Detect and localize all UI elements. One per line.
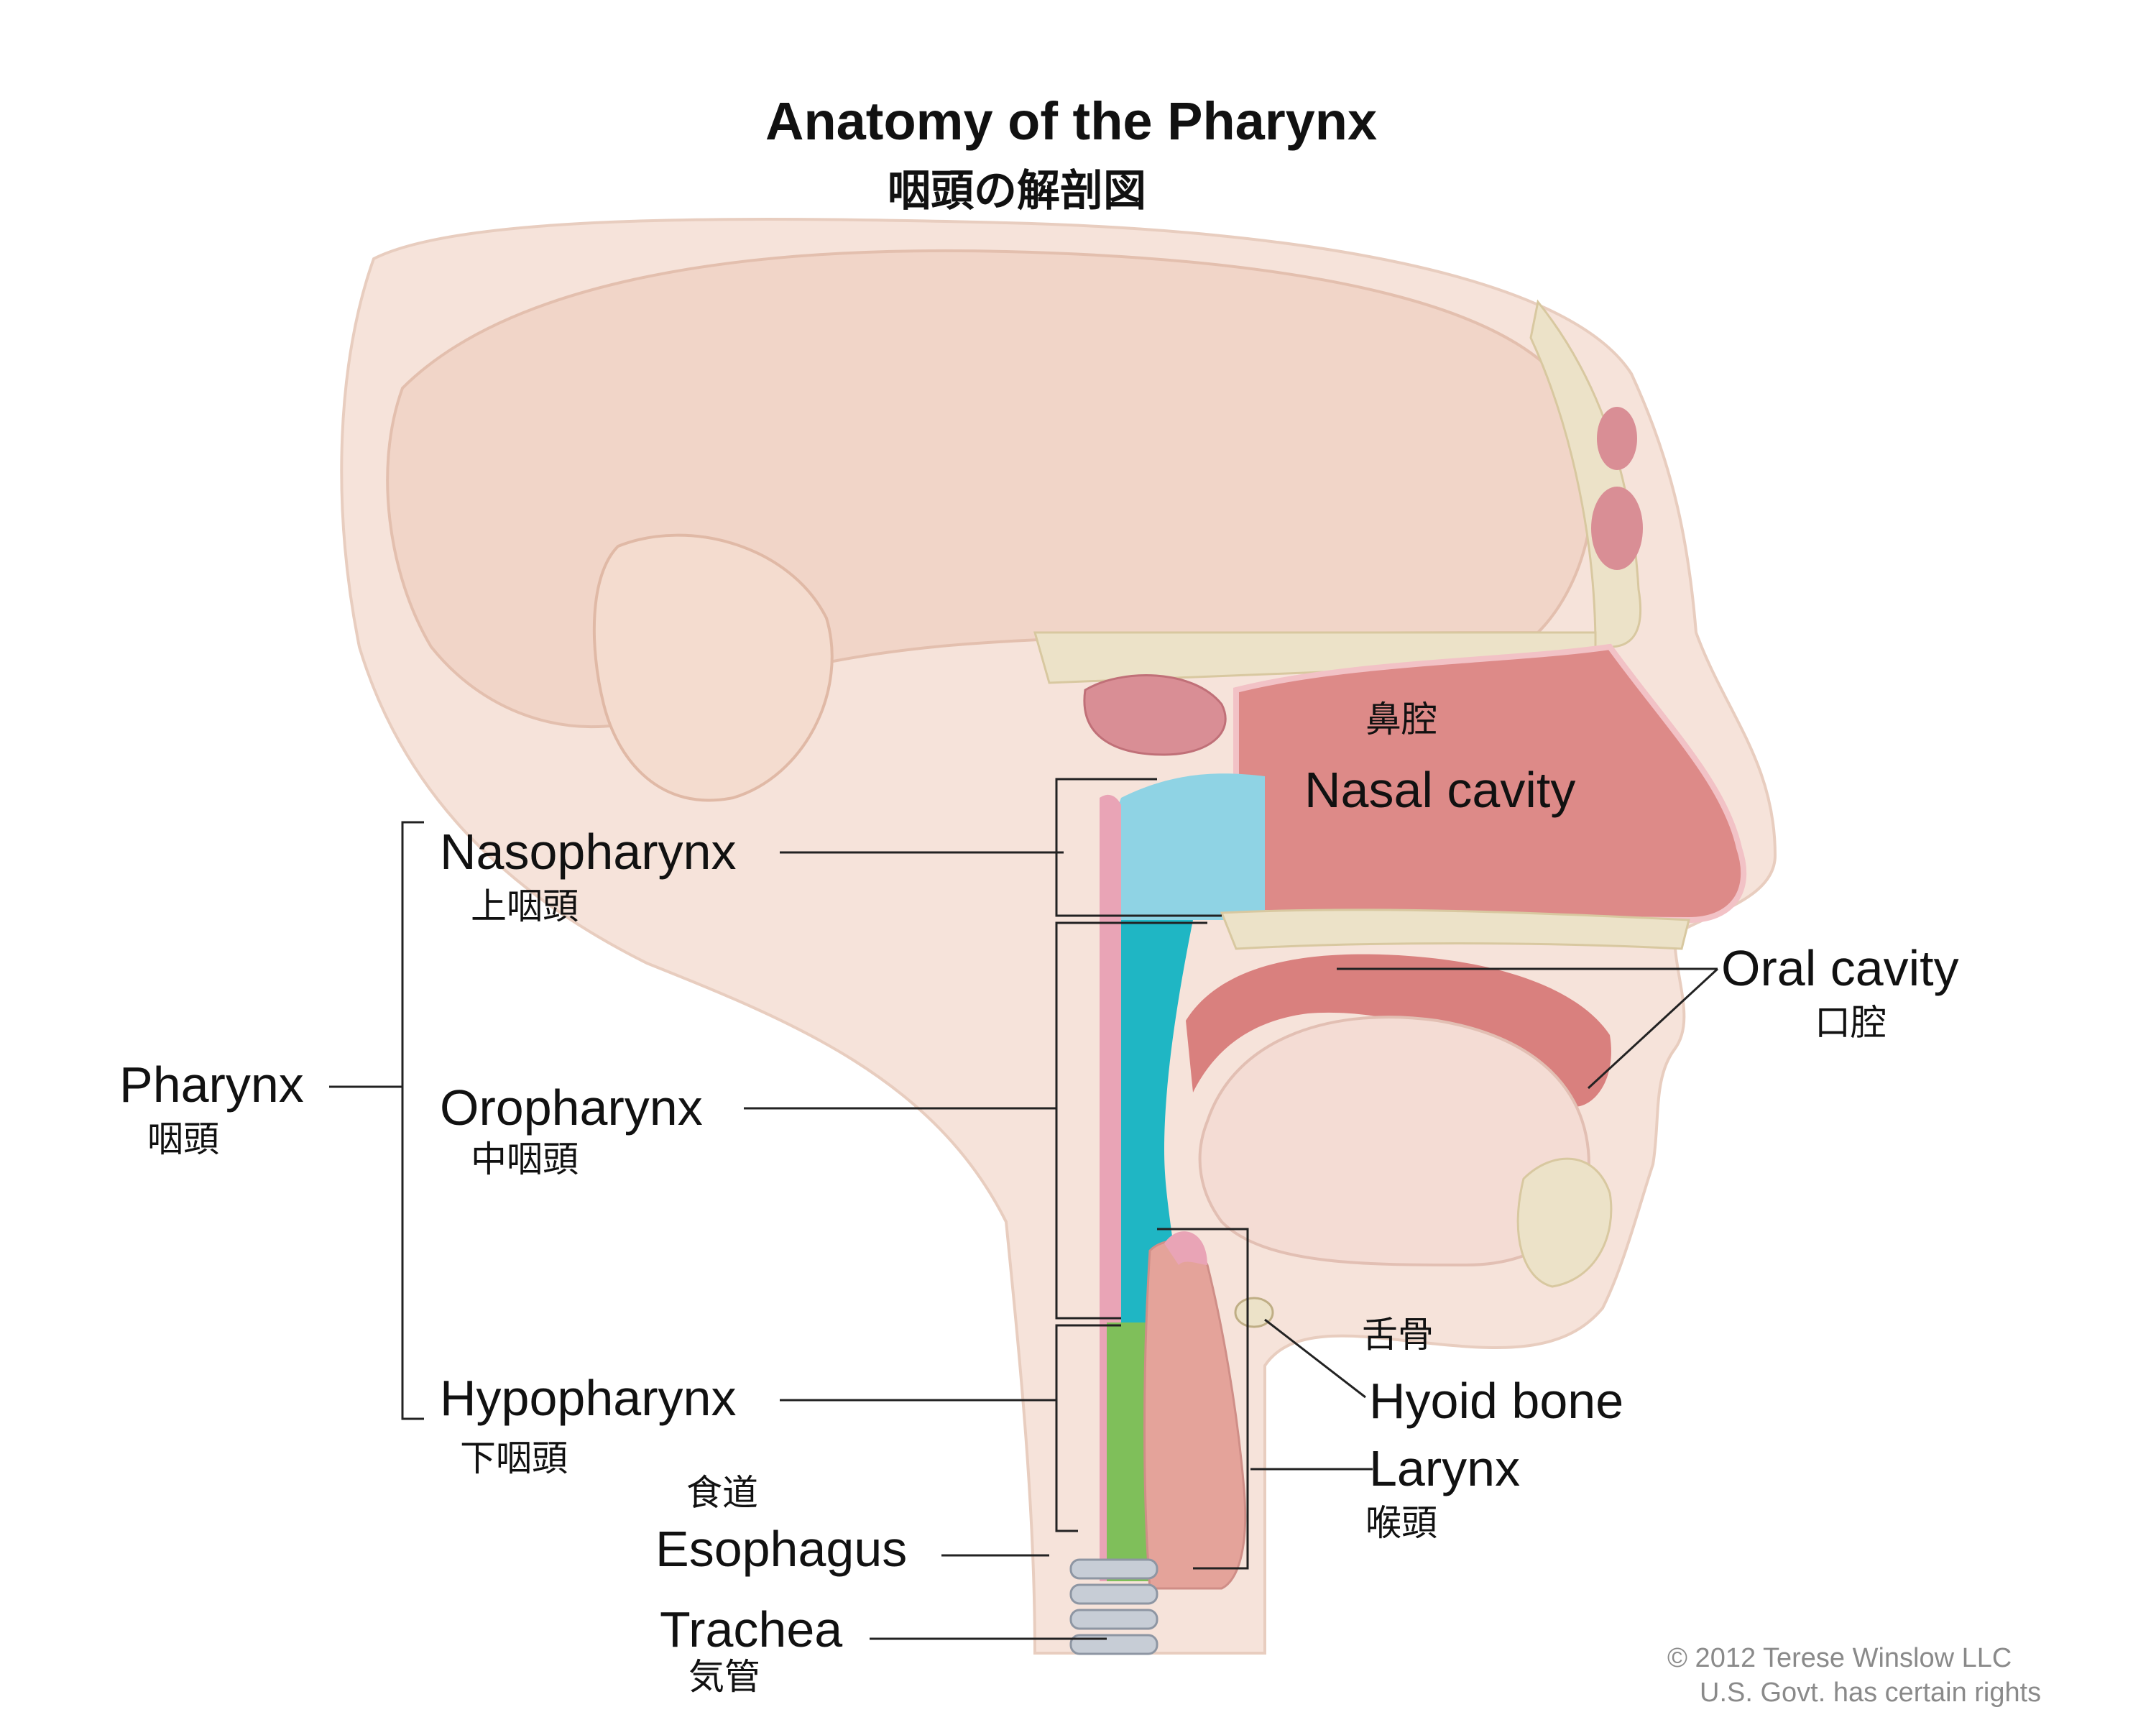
hypopharynx-label: Hypopharynx [440,1370,737,1426]
pharynx-label-jp: 咽頭 [147,1119,219,1159]
jaw-bone [1516,1157,1613,1288]
cerebellum [592,533,834,802]
oropharynx-label: Oropharynx [440,1080,703,1136]
rights-text: U.S. Govt. has certain rights [1700,1678,2042,1708]
pharynx-bracket [401,821,424,1420]
page-title: Anatomy of the Pharynx [765,91,1378,151]
trachea-label-jp: 気管 [688,1657,760,1697]
frontal-sinus-upper [1597,407,1637,470]
larynx-label-jp: 喉頭 [1365,1503,1437,1543]
hyoid-bone-shape [1234,1297,1274,1328]
pharynx-label: Pharynx [119,1057,304,1113]
hyoid-bone-label-jp: 舌骨 [1362,1315,1434,1355]
leader-lines [329,778,1719,1640]
epiglottis [1164,1231,1207,1265]
nasopharynx-label-jp: 上咽頭 [471,886,579,926]
esophagus-label: Esophagus [655,1521,908,1577]
nasopharynx-bracket [1055,778,1222,917]
oropharynx-shape [1115,920,1193,1322]
page-subtitle: 咽頭の解剖図 [888,167,1146,215]
larynx-label: Larynx [1369,1440,1521,1496]
nasopharynx-label: Nasopharynx [440,824,737,880]
oral-cavity-label-jp: 口腔 [1815,1003,1886,1043]
esophagus-label-jp: 食道 [686,1473,758,1513]
hard-palate [1220,908,1690,950]
oropharynx-bracket [1055,921,1207,1320]
hypopharynx-bracket [1055,1324,1121,1532]
oral-cavity-leader-diag [1587,967,1719,1090]
oral-cavity-shape [1186,954,1611,1107]
oral-cavity-label: Oral cavity [1721,940,1959,996]
trachea-label: Trachea [660,1601,843,1657]
oropharynx-label-jp: 中咽頭 [471,1139,579,1179]
sphenoid-sinus [1083,674,1227,756]
copyright-text: © 2012 Terese Winslow LLC [1667,1643,2012,1673]
larynx-bracket [1157,1228,1249,1570]
nasopharynx-shape [1110,773,1265,920]
hyoid-bone-leader [1264,1318,1366,1399]
hypopharynx-label-jp: 下咽頭 [460,1438,568,1478]
frontal-sinus-lower [1591,487,1643,570]
nasal-cavity-label-jp: 鼻腔 [1365,699,1437,740]
hyoid-bone-label: Hyoid bone [1369,1373,1624,1429]
nasal-cavity-label: Nasal cavity [1304,762,1576,818]
